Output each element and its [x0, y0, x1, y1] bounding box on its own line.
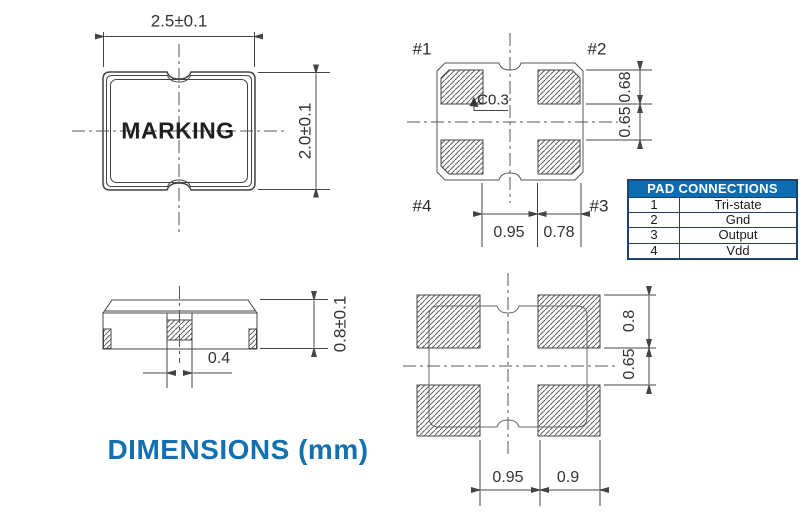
land-pad-height-dim-label: 0.8 — [621, 309, 638, 333]
land-hgap-dim-label: 0.95 — [492, 469, 524, 486]
chamfer-leader — [469, 97, 508, 111]
pad-connections-table: PAD CONNECTIONS 1 Tri-state 2 Gnd 3 Outp… — [627, 179, 798, 260]
land-pattern-dimensions — [471, 286, 656, 506]
pad-view-centerlines — [407, 33, 618, 203]
pad-hgap-dim-label: 0.95 — [493, 224, 525, 241]
marking-text: MARKING — [121, 117, 235, 144]
pad-connections-header: PAD CONNECTIONS — [629, 181, 796, 197]
top-view-width-dim-label: 2.5±0.1 — [150, 11, 208, 31]
pad-connection-cell: Vdd — [726, 242, 750, 258]
pad-connection-cell: Output — [718, 227, 758, 243]
land-pattern-outline — [428, 305, 588, 428]
pad-vgap-dim-label: 0.65 — [617, 106, 634, 138]
pad-width-dim-label: 0.78 — [543, 224, 575, 241]
pad-view-outline — [436, 62, 584, 181]
side-view-dimensions — [143, 291, 328, 376]
land-pattern-centerlines — [403, 273, 617, 455]
table-row: 1 Tri-state — [629, 197, 796, 213]
land-pad-width-dim-label: 0.9 — [556, 469, 580, 486]
pad-number-cell: 2 — [629, 213, 680, 228]
chamfer-note-label: C0.3 — [477, 91, 509, 109]
pad1-label: #1 — [412, 39, 432, 59]
top-view-height-dim-label: 2.0±0.1 — [295, 102, 315, 160]
pad-connection-cell: Gnd — [725, 212, 751, 228]
land-vgap-dim-label: 0.65 — [621, 348, 638, 380]
side-pad-width-dim-label: 0.4 — [207, 350, 231, 367]
pad-view-pads — [440, 69, 581, 175]
pad-connection-cell: Tri-state — [714, 197, 762, 212]
pad3-label: #3 — [589, 196, 609, 216]
table-row: 2 Gnd — [629, 212, 796, 228]
top-view-dimensions — [95, 32, 330, 198]
pad-view-dimensions — [473, 61, 652, 247]
page-title: DIMENSIONS (mm) — [107, 434, 369, 465]
side-height-dim-label: 0.8±0.1 — [330, 295, 350, 353]
pad-height-dim-label: 0.68 — [617, 71, 634, 103]
table-row: 3 Output — [629, 227, 796, 243]
pad-number-cell: 4 — [629, 243, 680, 258]
pad-number-cell: 1 — [629, 197, 680, 213]
pad4-label: #4 — [412, 196, 432, 216]
table-row: 4 Vdd — [629, 242, 796, 258]
pad2-label: #2 — [587, 39, 607, 59]
pad-number-cell: 3 — [629, 228, 680, 243]
top-view-centerlines — [72, 44, 286, 232]
